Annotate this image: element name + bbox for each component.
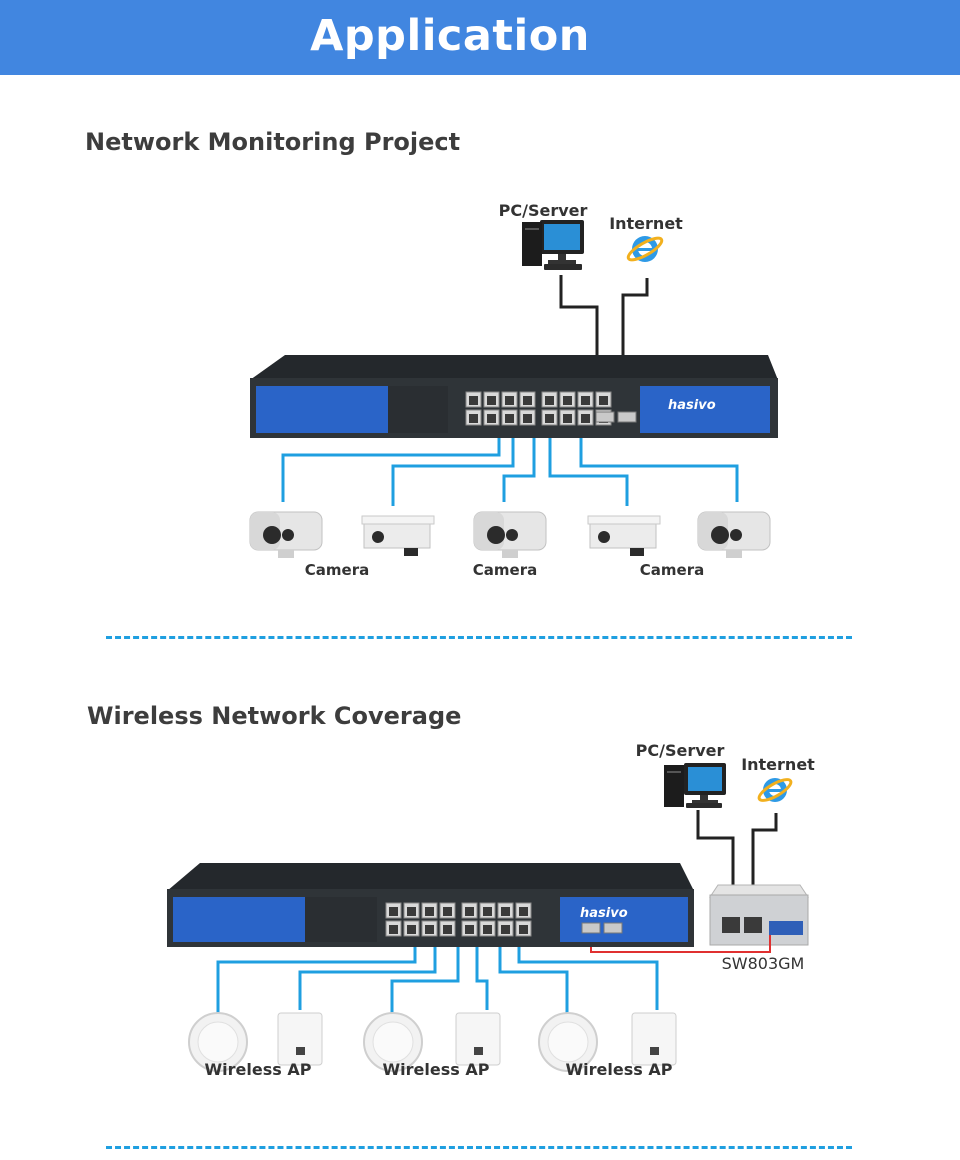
section-divider-1 — [106, 636, 852, 639]
box-camera-icon-4 — [587, 515, 661, 556]
ap-label-3: Wireless AP — [566, 1060, 673, 1079]
rj45-port-socket — [443, 925, 452, 934]
switch-ports — [385, 902, 532, 937]
box-camera-icon-2 — [361, 515, 435, 556]
rj45-port-socket — [443, 907, 452, 916]
rj45-port-socket — [487, 396, 496, 405]
rj45-port-socket — [407, 907, 416, 916]
camera-label-2: Camera — [473, 561, 537, 579]
converter-label: SW803GM — [722, 954, 805, 973]
pc-server-label: PC/Server — [499, 201, 588, 220]
rj45-port-socket — [389, 907, 398, 916]
bullet-camera-icon-1 — [249, 511, 323, 558]
rj45-port-socket — [465, 925, 474, 934]
ap-links — [216, 947, 659, 1020]
internet-explorer-icon — [626, 236, 664, 262]
rj45-port-socket — [483, 907, 492, 916]
camera-label-1: Camera — [305, 561, 369, 579]
bullet-camera-icon-5 — [697, 511, 771, 558]
internet-label: Internet — [741, 755, 815, 774]
rj45-port-socket — [425, 925, 434, 934]
switch-brand-label: hasivo — [668, 398, 716, 413]
rj45-port-socket — [501, 925, 510, 934]
pc-server-icon — [522, 220, 584, 270]
page-title: Application — [310, 11, 590, 61]
rj45-port-socket — [523, 414, 532, 423]
ap-label-1: Wireless AP — [205, 1060, 312, 1079]
switch-brand-label: hasivo — [580, 906, 628, 921]
wireless-diagram: PC/Server Internet SW803GM hasivo — [0, 735, 960, 1095]
wall-ap-icon-2 — [277, 1012, 323, 1066]
rj45-port-socket — [487, 414, 496, 423]
internet-label: Internet — [609, 214, 683, 233]
ceiling-ap-icon-1 — [188, 1012, 248, 1072]
rj45-port-socket — [483, 925, 492, 934]
uplink-lines — [696, 810, 778, 920]
wall-ap-icon-4 — [455, 1012, 501, 1066]
camera-label-3: Camera — [640, 561, 704, 579]
rj45-port-socket — [465, 907, 474, 916]
ceiling-ap-icon-5 — [538, 1012, 598, 1072]
section-title-monitoring: Network Monitoring Project — [85, 128, 461, 156]
rj45-port-socket — [407, 925, 416, 934]
bullet-camera-icon-3 — [473, 511, 547, 558]
rj45-port-socket — [425, 907, 434, 916]
rj45-port-socket — [581, 414, 590, 423]
rj45-port-socket — [563, 396, 572, 405]
rj45-port-socket — [469, 414, 478, 423]
poe-switch-icon — [250, 355, 778, 438]
media-converter-icon — [709, 884, 809, 946]
section-title-wireless: Wireless Network Coverage — [87, 702, 462, 730]
rj45-port-socket — [523, 396, 532, 405]
header-banner: Application — [0, 0, 960, 75]
rj45-port-socket — [581, 396, 590, 405]
rj45-port-socket — [505, 414, 514, 423]
switch-ports — [465, 391, 612, 426]
internet-explorer-icon — [757, 778, 793, 802]
ceiling-ap-icon-3 — [363, 1012, 423, 1072]
rj45-port-socket — [469, 396, 478, 405]
rj45-port-socket — [519, 907, 528, 916]
rj45-port-socket — [519, 925, 528, 934]
uplink-lines — [559, 275, 649, 355]
rj45-port-socket — [501, 907, 510, 916]
monitoring-diagram: PC/Server Internet hasivo — [0, 190, 960, 600]
rj45-port-socket — [545, 396, 554, 405]
pc-server-icon — [664, 763, 726, 808]
ap-label-2: Wireless AP — [383, 1060, 490, 1079]
rj45-port-socket — [563, 414, 572, 423]
rj45-port-socket — [545, 414, 554, 423]
rj45-port-socket — [505, 396, 514, 405]
sfp-ports — [581, 922, 623, 934]
sfp-ports — [595, 411, 637, 423]
section-divider-2 — [106, 1146, 852, 1149]
camera-links — [281, 438, 739, 506]
rj45-port-socket — [599, 396, 608, 405]
rj45-port-socket — [389, 925, 398, 934]
pc-server-label: PC/Server — [636, 741, 725, 760]
wall-ap-icon-6 — [631, 1012, 677, 1066]
